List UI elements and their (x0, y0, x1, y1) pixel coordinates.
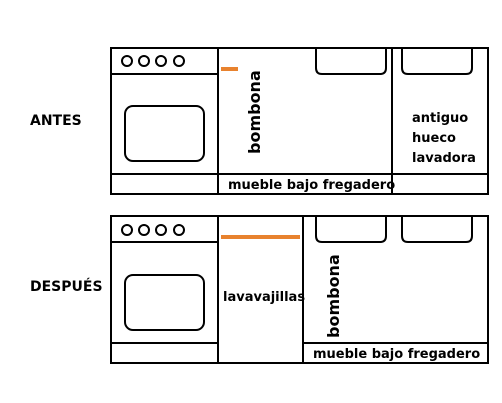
after-burner-icon (155, 224, 167, 236)
after-sink-cabinet-label: mueble bajo fregadero (313, 347, 480, 362)
before-sink-cabinet-label: mueble bajo fregadero (228, 178, 395, 193)
before-burner-icon (121, 55, 133, 67)
before-label: ANTES (30, 113, 82, 129)
after-sink-basin-left (315, 216, 387, 243)
after-stove (111, 224, 218, 331)
before-sink-basin-left (315, 48, 387, 75)
after-bombona-label: bombona (324, 254, 343, 338)
before-old-slot-line1: antiguo (412, 111, 468, 126)
before-burner-icon (138, 55, 150, 67)
before-burner-icon (173, 55, 185, 67)
after-burner-icon (173, 224, 185, 236)
after-sink-basin-right (401, 216, 473, 243)
after-outer-frame (110, 215, 489, 364)
before-sink-basin-right (401, 48, 473, 75)
after-burner-icon (138, 224, 150, 236)
before-old-slot-line3: lavadora (412, 151, 476, 166)
before-oven-door (124, 105, 205, 162)
before-layout: bombona antiguo hueco lavadora mueble ba… (110, 47, 489, 195)
after-oven-door (124, 274, 205, 331)
after-layout: lavavajillas bombona mueble bajo fregade… (110, 215, 489, 364)
after-dishwasher-label: lavavajillas (223, 290, 305, 305)
before-burner-icon (155, 55, 167, 67)
before-old-slot-line2: hueco (412, 131, 456, 146)
after-label: DESPUÉS (30, 278, 103, 295)
before-bombona-label: bombona (245, 70, 264, 154)
before-stove (111, 55, 218, 162)
before-outer-frame (110, 47, 489, 195)
after-burner-icon (121, 224, 133, 236)
